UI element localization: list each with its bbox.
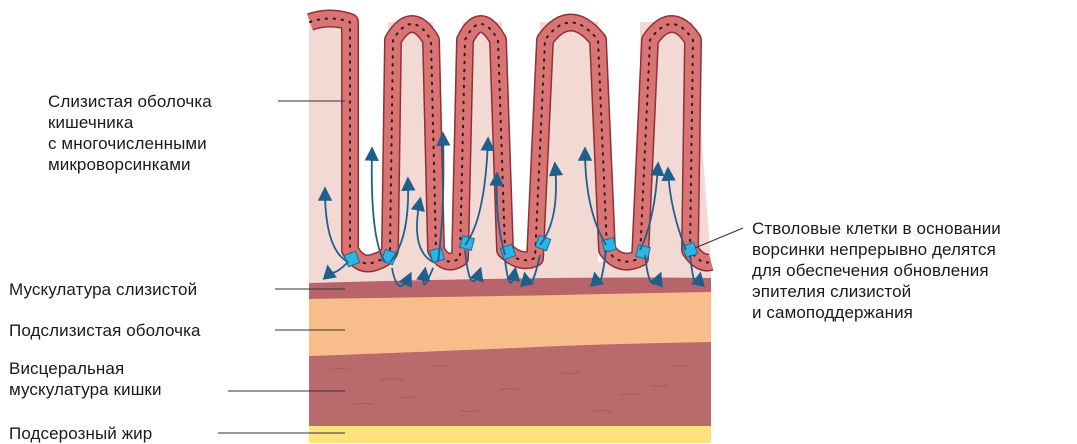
stem-cell [430, 248, 445, 263]
label-line: Висцеральная [9, 358, 162, 379]
label-line: Подслизистая оболочка [9, 320, 201, 341]
label-subserosal-fat: Подсерозный жир [9, 423, 152, 444]
label-line: мускулатура кишки [9, 379, 162, 400]
label-line: для обеспечения обновления [752, 260, 1001, 281]
label-line: с многочисленными [48, 133, 212, 154]
label-line: эпителия слизистой [752, 281, 1001, 302]
label-line: Подсерозный жир [9, 423, 152, 444]
label-line: Мускулатура слизистой [9, 279, 197, 300]
label-line: кишечника [48, 112, 212, 133]
subserosal-fat-layer [309, 424, 711, 443]
label-line: Стволовые клетки в основании [752, 218, 1001, 239]
label-muscularis-mucosae: Мускулатура слизистой [9, 279, 197, 300]
label-line: ворсинки непрерывно делятся [752, 239, 1001, 260]
label-visceral-muscle: Висцеральная мускулатура кишки [9, 358, 162, 400]
label-submucosa: Подслизистая оболочка [9, 320, 201, 341]
label-stem-cells: Стволовые клетки в основании ворсинки не… [752, 218, 1001, 323]
label-mucosa: Слизистая оболочка кишечника с многочисл… [48, 91, 212, 175]
label-line: и самоподдержания [752, 302, 1001, 323]
label-line: микроворсинками [48, 154, 212, 175]
label-line: Слизистая оболочка [48, 91, 212, 112]
stem-cell [636, 245, 651, 260]
